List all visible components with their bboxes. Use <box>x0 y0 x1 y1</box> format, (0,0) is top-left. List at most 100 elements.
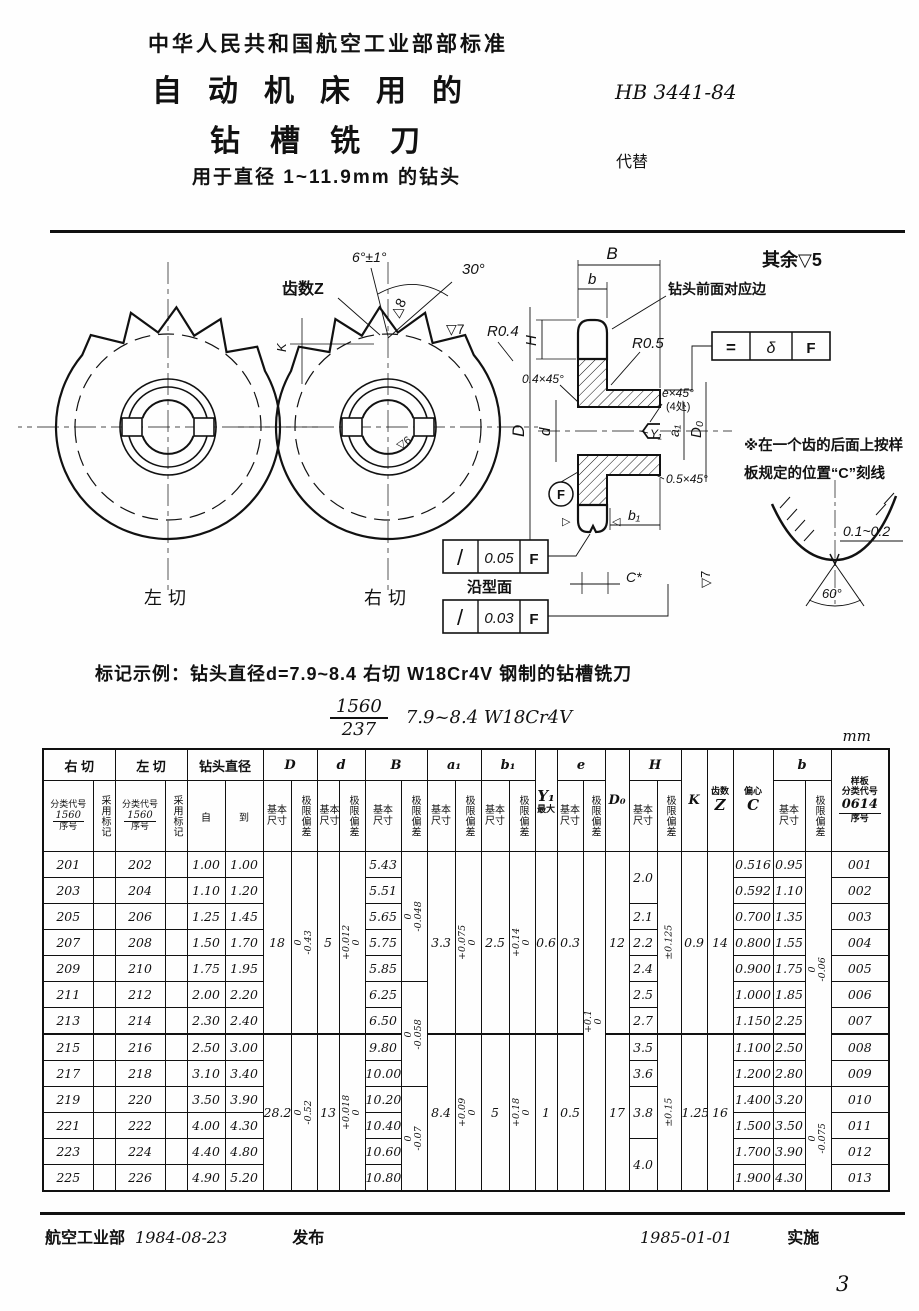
cell-b-basic: 1.10 <box>772 877 806 904</box>
cell-left-code: 206 <box>114 903 166 930</box>
cell-adopt-empty <box>164 955 188 982</box>
cell-adopt-empty <box>92 877 116 904</box>
sub-basic: 基本尺寸 <box>556 780 584 852</box>
cell-adopt-empty <box>92 929 116 956</box>
cell-template: 008 <box>830 1033 890 1061</box>
cell-right-code: 225 <box>42 1164 94 1192</box>
sub-adopt-mark: 采用标记 <box>92 780 116 852</box>
cell-adopt-empty <box>92 955 116 982</box>
cell-Y1: 0.6 <box>534 851 558 1035</box>
detail-dim-label: 0.1~0.2 <box>843 523 890 539</box>
sub-from: 自 <box>186 780 226 852</box>
cell-b-dev: 0-0.06 <box>804 851 832 1087</box>
dim-b1-label: b₁ <box>628 507 641 523</box>
cell-H-basic: 2.0 <box>628 851 658 904</box>
cross-section-view: B b 钻头前面对应边 H 0.4×45° R0.5 D d F e×45° (… <box>509 244 767 594</box>
cell-adopt-empty <box>164 981 188 1008</box>
surface-rest-note: 其余▽5 <box>762 249 822 270</box>
sub-dev: 极限偏差 <box>804 780 832 852</box>
cell-from: 4.40 <box>186 1138 226 1165</box>
cell-b-basic: 1.75 <box>772 955 806 982</box>
cell-b-dev: 0-0.075 <box>804 1086 832 1192</box>
front-edge-note: 钻头前面对应边 <box>668 281 767 297</box>
dim-a1-label: a₁ <box>666 424 682 437</box>
cell-adopt-empty <box>164 903 188 930</box>
subtitle: 用于直径 1~11.9mm 的钻头 <box>192 167 461 188</box>
cell-template: 012 <box>830 1138 890 1165</box>
col-drill-dia: 钻头直径 <box>186 748 264 781</box>
radius-05-label: R0.5 <box>632 335 664 352</box>
publish-label: 发布 <box>292 1230 325 1247</box>
col-b: b <box>772 748 832 781</box>
cell-b-basic: 0.95 <box>772 851 806 878</box>
issuer: 航空工业部 <box>45 1230 126 1247</box>
left-cutter-view: 左切 <box>18 262 318 608</box>
cell-from: 3.50 <box>186 1086 226 1113</box>
cell-B-basic: 6.25 <box>364 981 402 1008</box>
cell-from: 2.50 <box>186 1033 226 1061</box>
cell-left-code: 202 <box>114 851 166 878</box>
left-view-label: 左切 <box>144 588 192 608</box>
cell-to: 1.70 <box>224 929 264 956</box>
dim-H-label: H <box>523 335 540 346</box>
upper-hub-section <box>577 358 661 408</box>
col-b1: b₁ <box>480 748 536 781</box>
top-rule <box>50 230 905 233</box>
cell-C: 1.100 <box>732 1033 774 1061</box>
sub-dev: 极限偏差 <box>656 780 682 852</box>
parallelism-frame: = δ F <box>664 331 831 391</box>
cell-C: 1.000 <box>732 981 774 1008</box>
technical-drawing: 其余▽5 左切 <box>18 244 904 634</box>
sub-basic: 基本尺寸 <box>628 780 658 852</box>
cell-to: 1.45 <box>224 903 264 930</box>
sub-basic: 基本尺寸 <box>316 780 340 852</box>
bottom-rule <box>40 1212 905 1215</box>
cell-B-basic: 10.00 <box>364 1060 402 1087</box>
cell-left-code: 214 <box>114 1007 166 1035</box>
parallel-symbol: = <box>726 338 736 357</box>
cell-left-code: 208 <box>114 929 166 956</box>
scribe-note-line2: 板规定的位置“C”刻线 <box>744 464 885 482</box>
cell-template: 009 <box>830 1060 890 1087</box>
sub-dev: 极限偏差 <box>400 780 428 852</box>
cell-B-basic: 6.50 <box>364 1007 402 1035</box>
sub-basic: 基本尺寸 <box>772 780 806 852</box>
cell-adopt-empty <box>164 1033 188 1061</box>
cell-b1-basic: 2.5 <box>480 851 510 1035</box>
cell-B-basic: 10.20 <box>364 1086 402 1113</box>
issue-date: 1984-08-23 <box>135 1228 228 1247</box>
keyway-slot <box>413 417 435 437</box>
cell-D-dev: 0-0.52 <box>290 1033 318 1192</box>
cell-B-basic: 10.40 <box>364 1112 402 1139</box>
cell-template: 005 <box>830 955 890 982</box>
dim-D-label: D <box>509 425 528 437</box>
cell-H-basic: 2.2 <box>628 929 658 956</box>
cell-left-code: 222 <box>114 1112 166 1139</box>
cell-adopt-empty <box>164 929 188 956</box>
standard-number: HB 3441-84 <box>615 80 737 104</box>
page-number: 3 <box>836 1272 850 1296</box>
parallel-value: δ <box>767 340 777 357</box>
cell-H-basic: 3.8 <box>628 1086 658 1139</box>
cell-right-code: 205 <box>42 903 94 930</box>
col-e: e <box>556 748 606 781</box>
cell-to: 3.40 <box>224 1060 264 1087</box>
cell-from: 1.00 <box>186 851 226 878</box>
cell-adopt-empty <box>164 1164 188 1192</box>
cell-template: 007 <box>830 1007 890 1035</box>
dim-Y1-label: Y₁ <box>650 427 662 441</box>
finish-mark-icon: ▷ <box>562 516 571 528</box>
cell-adopt-empty <box>92 1060 116 1087</box>
